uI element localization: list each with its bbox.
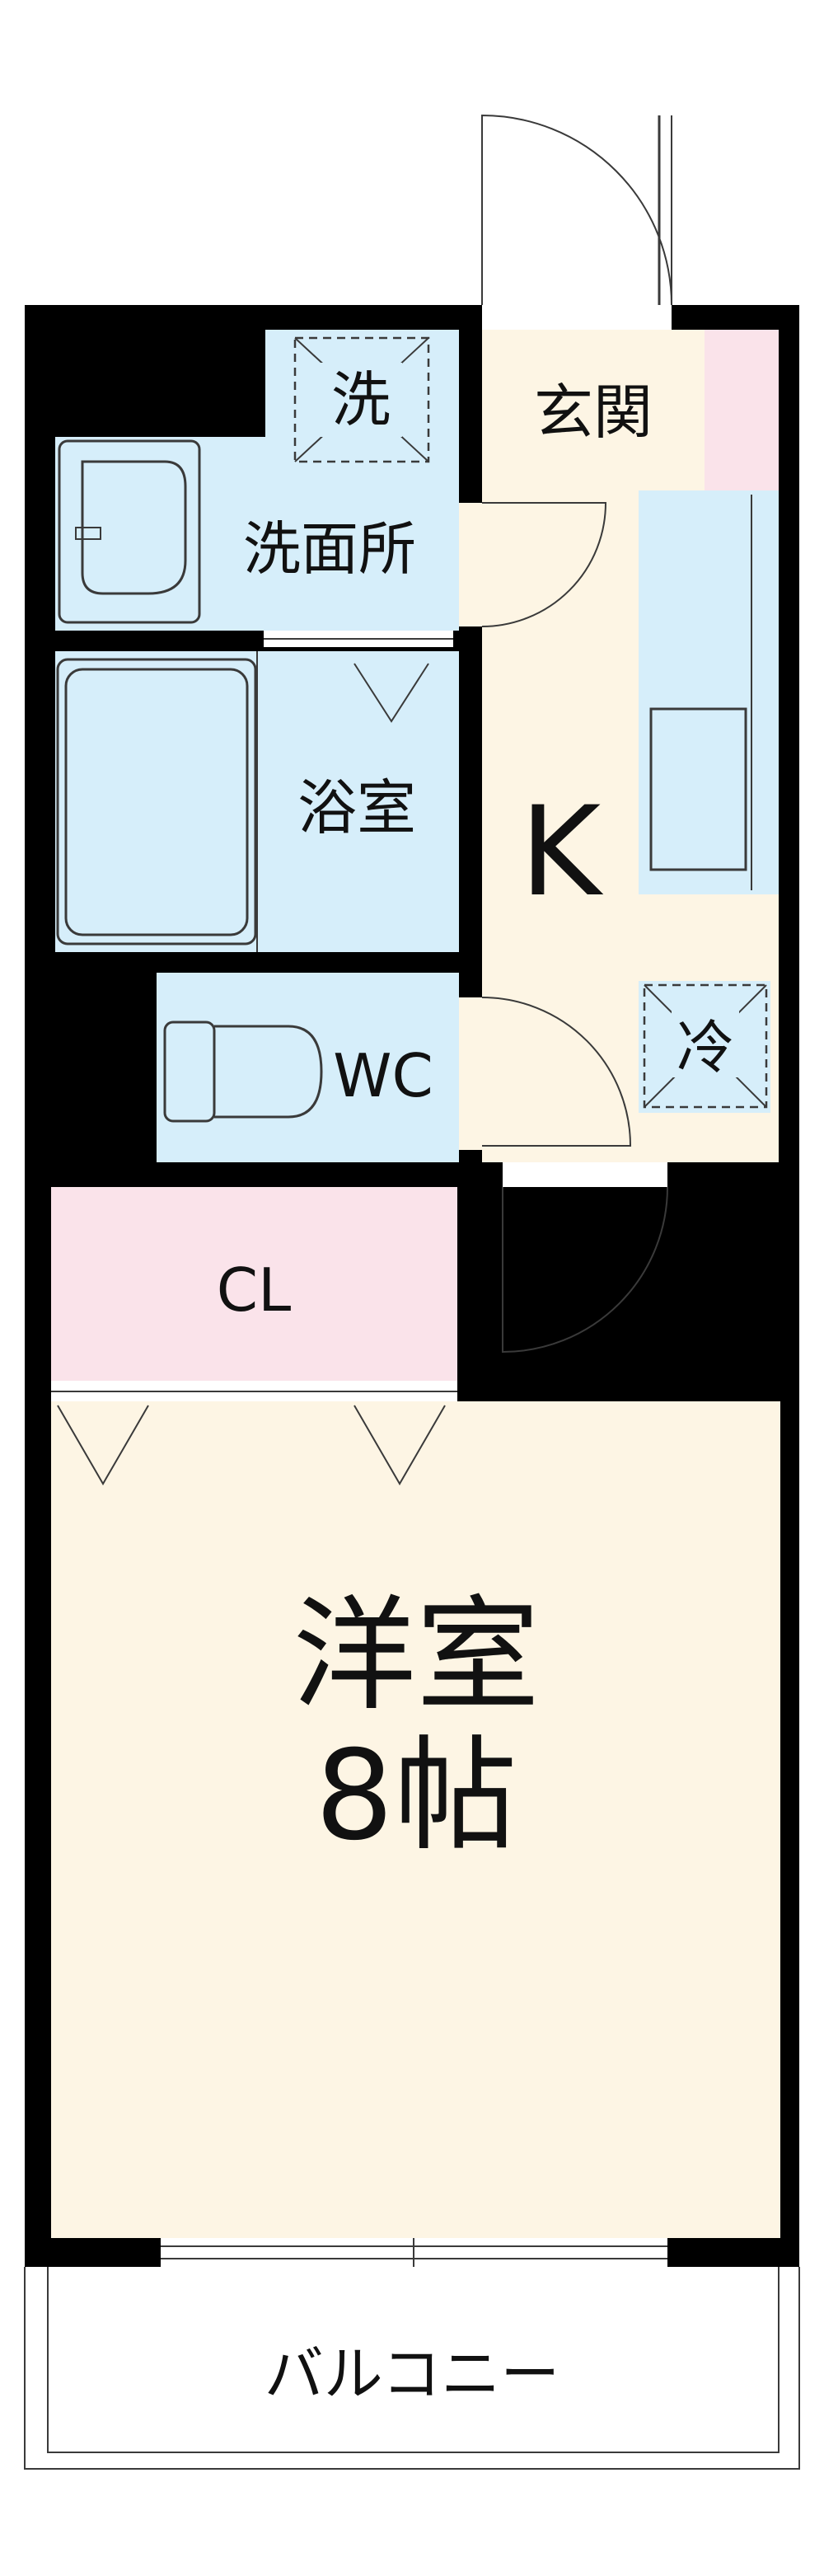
- entrance-door-swing: [481, 114, 672, 306]
- closet-fold-door-right: [353, 1405, 446, 1485]
- label-refrigerator: 冷: [677, 1014, 734, 1082]
- washroom-door-gap: [459, 503, 482, 626]
- entrance-floor: [482, 330, 705, 490]
- washbasin-faucet: [75, 527, 101, 540]
- label-bath: 浴室: [297, 773, 416, 842]
- kitchen-sink-icon: [649, 707, 747, 871]
- toilet-door-swing: [481, 997, 632, 1147]
- washbasin-icon: [58, 439, 201, 624]
- toilet-tank: [163, 1021, 216, 1123]
- washbasin-bowl: [81, 460, 187, 595]
- label-entrance: 玄関: [534, 378, 653, 447]
- fridge-space: [643, 983, 768, 1109]
- label-western-room: 洋室: [293, 1584, 540, 1728]
- room-door-swing: [502, 1186, 668, 1354]
- western-room-floor: [51, 1401, 780, 2238]
- toilet-door-gap: [459, 997, 482, 1150]
- balcony-floor: [25, 2267, 799, 2469]
- bath-door-triangle: [353, 663, 429, 723]
- closet-floor: [51, 1187, 457, 1381]
- washroom-top-notch: [55, 330, 265, 437]
- bathtub-inner: [64, 668, 249, 936]
- shoe-cabinet: [705, 330, 779, 490]
- label-toilet: WC: [333, 1041, 433, 1110]
- balcony-rail: [24, 2267, 800, 2470]
- label-balcony: バルコニー: [265, 2339, 560, 2409]
- closet-fold-door-left: [57, 1405, 149, 1485]
- washer-label-bg: [320, 363, 402, 437]
- balcony-rail-inner: [47, 2267, 780, 2453]
- label-kitchen: K: [520, 781, 604, 924]
- label-laundry: 洗: [331, 365, 391, 434]
- room-door-gap: [503, 1162, 667, 1187]
- bathtub-icon: [56, 658, 257, 945]
- label-washroom: 洗面所: [243, 515, 416, 583]
- toilet-floor: [157, 973, 459, 1162]
- entrance-door-gap: [482, 305, 672, 330]
- toilet-bowl-icon: [214, 1025, 323, 1119]
- kitchen-counter: [639, 490, 779, 894]
- washer-space: [293, 336, 430, 463]
- label-closet: CL: [217, 1255, 291, 1325]
- washroom-door-swing: [481, 502, 607, 627]
- fridge-label-bg: [672, 1010, 739, 1077]
- label-western-room-size: 8帖: [315, 1724, 517, 1868]
